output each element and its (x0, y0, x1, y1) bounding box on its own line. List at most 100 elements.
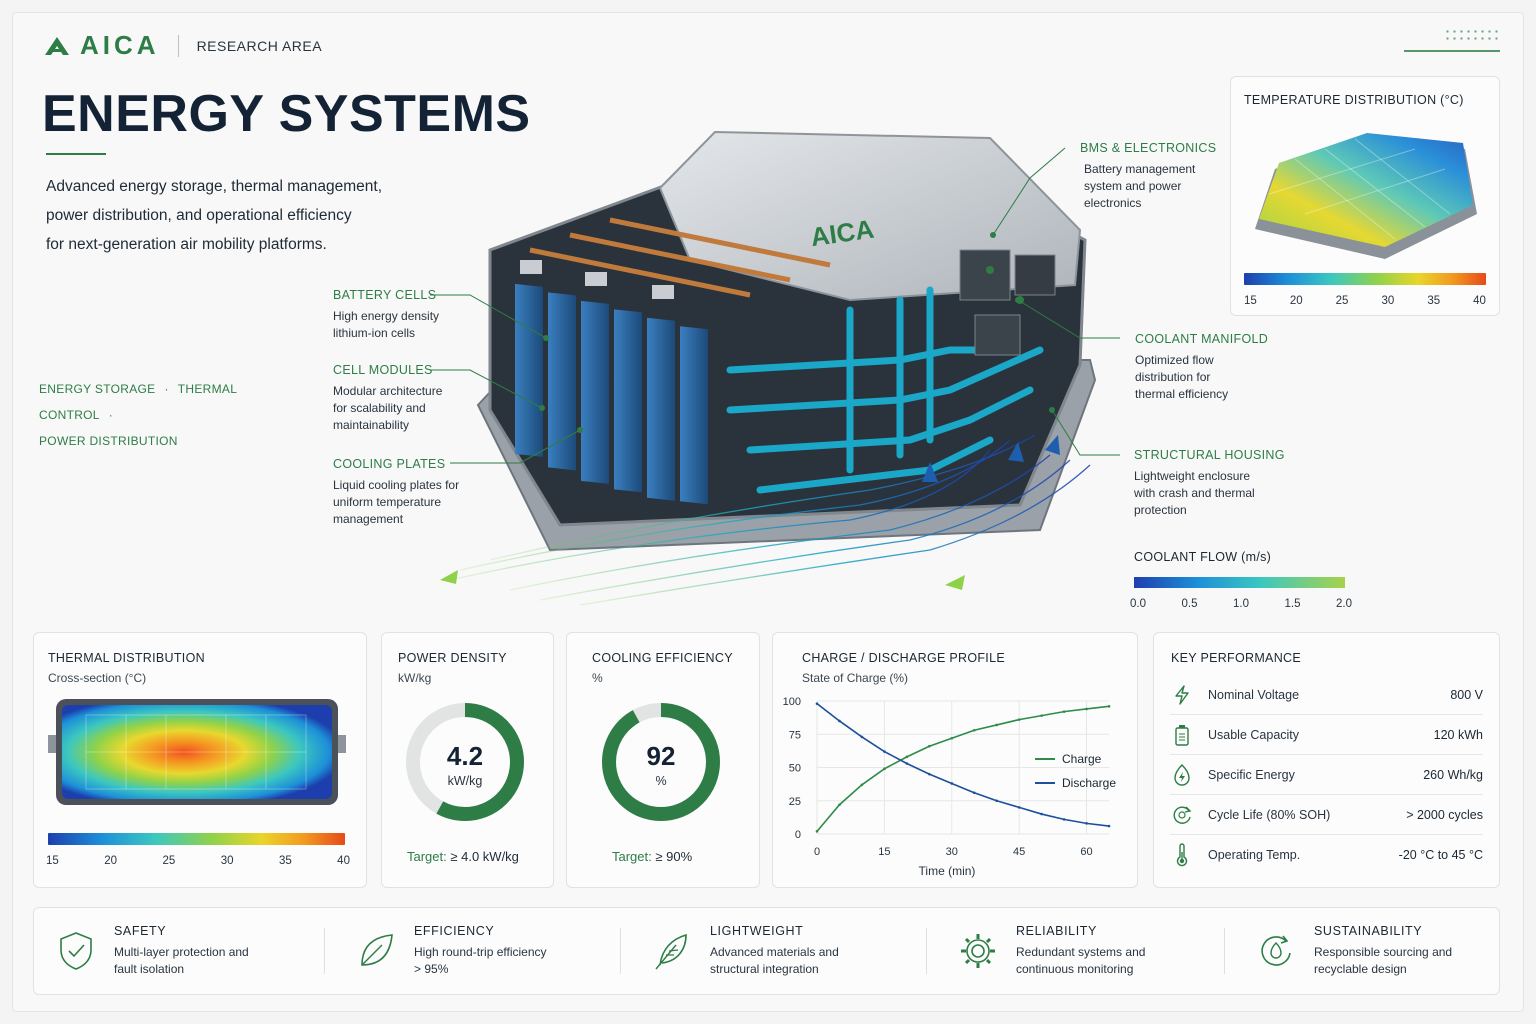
card-title: COOLING EFFICIENCY (592, 651, 733, 665)
data-point-discharge (1085, 822, 1088, 825)
coolant-pipes (726, 286, 1044, 494)
kp-label: Specific Energy (1208, 767, 1295, 782)
kp-row-cycle-life: Cycle Life (80% SOH) > 2000 cycles (1170, 795, 1483, 835)
thermal-cross-section-map (46, 697, 348, 809)
x-tick-label: 30 (946, 846, 958, 858)
callout-desc-line: Lightweight enclosure (1134, 469, 1251, 483)
kp-label: Cycle Life (80% SOH) (1208, 807, 1331, 822)
legend-title: COOLANT FLOW (m/s) (1134, 550, 1272, 564)
kp-value: > 2000 cycles (1406, 807, 1483, 822)
data-point-charge (972, 728, 976, 732)
x-tick-label: 0 (814, 846, 820, 858)
scale-tick: 35 (1427, 295, 1441, 307)
card-subtitle: kW/kg (398, 671, 432, 685)
topic-tags: ENERGY STORAGE·THERMAL CONTROL· POWER DI… (39, 382, 237, 448)
header-divider (177, 34, 179, 57)
callout-title: COOLANT MANIFOLD (1135, 332, 1269, 346)
data-point-discharge (1107, 824, 1111, 828)
feature-desc-line: Multi-layer protection and (114, 945, 249, 959)
battery-pack-illustration: AICA (430, 110, 1130, 610)
callout-desc-line: for scalability and (333, 401, 426, 415)
card-subtitle: State of Charge (%) (802, 671, 909, 685)
callout-desc-line: distribution for (1135, 370, 1211, 384)
data-point-discharge (838, 719, 841, 723)
battery-icon (1170, 724, 1194, 746)
feature-reliability: RELIABILITY Redundant systems and contin… (956, 908, 1145, 994)
series-line-discharge (816, 703, 1110, 827)
coolant-flow-color-scale (1134, 577, 1345, 588)
scale-tick: 30 (1381, 295, 1395, 307)
section-label: RESEARCH AREA (196, 37, 323, 54)
card-subtitle: % (592, 671, 603, 685)
data-point-discharge (815, 702, 819, 705)
intro-line: Advanced energy storage, thermal managem… (46, 178, 383, 195)
recycle-icon (1254, 929, 1298, 973)
kp-value: -20 °C to 45 °C (1398, 848, 1483, 862)
kp-row-usable-capacity: Usable Capacity 120 kWh (1170, 715, 1483, 755)
intro-line: for next-generation air mobility platfor… (46, 236, 327, 253)
feature-title: EFFICIENCY (414, 924, 495, 938)
key-performance-card: KEY PERFORMANCE Nominal Voltage 800 V Us… (1153, 632, 1500, 888)
kp-row-specific-energy: Specific Energy 260 Wh/kg (1170, 755, 1483, 795)
y-tick-label: 75 (789, 729, 801, 741)
callout-title: BATTERY CELLS (333, 288, 437, 302)
thermal-color-scale (48, 833, 345, 845)
feature-title: SAFETY (114, 924, 167, 938)
card-title: TEMPERATURE DISTRIBUTION (°C) (1244, 93, 1464, 107)
target-value: ≥ 90% (655, 849, 693, 864)
page-title: ENERGY SYSTEMS (42, 85, 531, 143)
data-point-discharge (950, 782, 954, 785)
scale-tick: 2.0 (1336, 598, 1352, 610)
data-point-discharge (1062, 818, 1066, 821)
corner-dot-pattern (1444, 28, 1500, 42)
feature-desc-line: Redundant systems and (1016, 945, 1146, 959)
data-point-charge (1017, 718, 1021, 721)
tag-energy-storage: ENERGY STORAGE (39, 382, 156, 396)
scale-tick: 40 (337, 855, 350, 867)
callout-desc-line: uniform temperature (333, 495, 442, 509)
callout-structural-housing: STRUCTURAL HOUSING Lightweight enclosure… (1134, 448, 1294, 519)
feature-title: SUSTAINABILITY (1314, 924, 1423, 938)
data-point-charge (883, 767, 886, 771)
y-tick-label: 100 (783, 696, 801, 708)
feature-desc-line: recyclable design (1314, 962, 1407, 976)
kp-value: 800 V (1450, 687, 1483, 702)
feature-desc-line: structural integration (710, 962, 819, 976)
shield-icon (54, 929, 98, 973)
card-subtitle: Cross-section (°C) (48, 671, 147, 685)
y-tick-label: 50 (789, 763, 801, 775)
cell-module-stack (515, 217, 831, 505)
power-density-card: POWER DENSITY kW/kg 4.2 kW/kg Target: ≥ … (381, 632, 554, 888)
scale-tick: 35 (278, 855, 292, 867)
feature-efficiency: EFFICIENCY High round-trip efficiency > … (354, 908, 547, 994)
data-point-charge (928, 744, 931, 748)
feature-title: LIGHTWEIGHT (710, 924, 804, 938)
callout-desc-line: Optimized flow (1135, 353, 1214, 367)
thermometer-icon (1170, 843, 1194, 867)
temperature-scale-ticks: 15 20 25 30 35 40 (1244, 295, 1486, 307)
thermal-map-3d (1245, 119, 1485, 269)
coolant-flow-ticks: 0.0 0.5 1.0 1.5 2.0 (1130, 598, 1352, 610)
callout-title: STRUCTURAL HOUSING (1134, 448, 1285, 462)
kp-row-nominal-voltage: Nominal Voltage 800 V (1170, 675, 1483, 715)
callout-title: BMS & ELECTRONICS (1080, 141, 1217, 155)
feature-desc-line: High round-trip efficiency (414, 945, 547, 959)
kp-label: Nominal Voltage (1208, 687, 1300, 702)
scale-tick: 15 (46, 855, 59, 867)
data-point-charge (905, 755, 909, 759)
feature-divider (324, 928, 325, 974)
data-point-discharge (1017, 806, 1021, 809)
target-label: Target: (612, 849, 652, 864)
data-point-discharge (972, 791, 976, 795)
leaf-icon (354, 929, 398, 973)
flow-arrowheads (440, 570, 965, 590)
card-title: CHARGE / DISCHARGE PROFILE (802, 651, 1005, 665)
callout-battery-cells: BATTERY CELLS High energy density lithiu… (333, 288, 473, 342)
gear-icon (956, 929, 1000, 973)
scale-tick: 20 (1289, 295, 1303, 307)
data-point-discharge (1040, 812, 1043, 816)
data-point-discharge (860, 735, 864, 739)
scale-tick: 25 (1335, 295, 1349, 307)
corner-accent-line (1404, 50, 1500, 52)
data-point-charge (1040, 714, 1043, 717)
